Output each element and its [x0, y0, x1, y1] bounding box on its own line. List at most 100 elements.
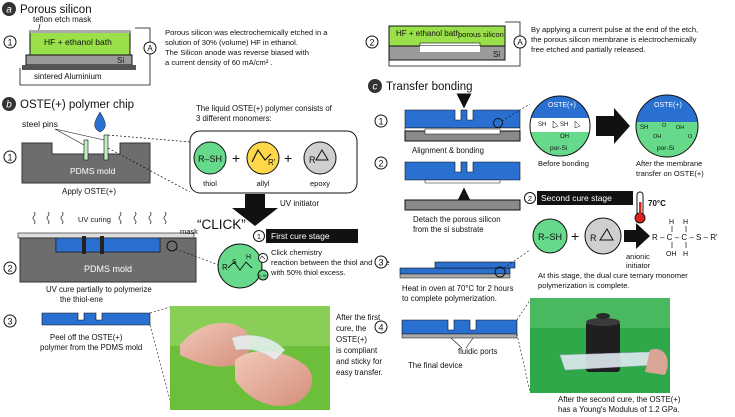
after-sh: SH [640, 125, 648, 131]
step-c3-num: 3 [378, 258, 383, 268]
photo-final-device [530, 298, 670, 393]
si-substrate-c2 [404, 199, 521, 211]
small-rsh: R–SH [258, 274, 268, 278]
allyl-formula: R' [268, 158, 276, 167]
before-oh: OH [560, 134, 569, 140]
second-cure-stage: 2 Second cure stage 70°C [524, 191, 666, 224]
step-c2-caption: Detach the porous silicon from the si su… [413, 215, 503, 234]
mold-label-b1: PDMS mold [70, 166, 116, 176]
epoxy-label: epoxy [310, 179, 330, 188]
section-a-letter: a [6, 5, 12, 16]
step-c1-caption: Alignment & bonding [412, 146, 484, 155]
before-oste: OSTE(+) [548, 102, 576, 109]
before-porsi: por-Si [550, 145, 567, 152]
teflon-mask-label: teflon etch mask [33, 15, 92, 24]
svg-text:+: + [284, 150, 292, 166]
product-oh: OH [666, 251, 677, 258]
step-c3: 3 Heat in oven at 70°C for 2 hours to co… [374, 249, 531, 303]
first-cure-stage: 1 First cure stage R S H Click chemistry… [217, 229, 392, 289]
second-cure-reaction: R–SH + R anionic initiator R – C – C – S… [532, 217, 718, 290]
step-a1-num: 1 [7, 38, 12, 48]
product-h-3: H [683, 251, 688, 258]
before-sh-1: SH [538, 122, 546, 128]
photomask [17, 232, 195, 239]
stage1-label: First cure stage [271, 231, 330, 241]
c3-r: R [590, 233, 597, 243]
thiol-formula: R–SH [198, 154, 222, 164]
bath-label: HF + ethanol bath [44, 37, 112, 47]
step-b2-caption: UV cure partially to polymerize the thio… [46, 285, 154, 304]
c1-right-arrow [596, 108, 630, 144]
liquid-text: The liquid OSTE(+) polymer consists of 3… [196, 104, 334, 123]
after-oh-1: OH [653, 134, 661, 140]
step-b1: 1 steel pins PDMS mold Apply OSTE(+) [3, 111, 191, 196]
apply-label: Apply OSTE(+) [62, 187, 116, 196]
after-o-2: O [688, 134, 693, 140]
step-c3-text: At this stage, the dual cure ternary mon… [538, 271, 690, 290]
click-text: Click chemistry reaction between the thi… [270, 248, 392, 277]
si-label-a1: Si [117, 56, 124, 65]
step-b3-text: After the first cure, the OSTE(+) is com… [336, 313, 384, 377]
mold-label-b2: PDMS mold [84, 264, 132, 274]
oste-droplet [94, 111, 106, 133]
step-c3-caption: Heat in oven at 70°C for 2 hours to comp… [402, 284, 516, 303]
step-a1: 1 teflon etch mask HF + ethanol bath Si … [3, 15, 328, 86]
step-c2: 2 Detach the porous silicon from the si … [374, 156, 521, 234]
after-oh-2: OH [676, 125, 684, 131]
step-c4: 4 fluidic ports The final device [374, 299, 531, 393]
step-c2-num: 2 [378, 159, 383, 169]
section-c-title: Transfer bonding [386, 81, 473, 93]
steel-pins-label: steel pins [22, 119, 58, 129]
before-label: Before bonding [538, 159, 589, 168]
after-transfer-inset: OSTE(+) SH OH OH O O por-Si After the me… [635, 94, 704, 178]
product-h-1: H [669, 219, 674, 226]
step-b3-num: 3 [7, 317, 12, 327]
ammeter-a2: A [517, 38, 523, 47]
section-b-header: b OSTE(+) polymer chip [2, 97, 134, 111]
pdms-mold-b1 [21, 142, 151, 184]
step-c4-text: After the second cure, the OSTE(+) has a… [558, 395, 683, 414]
section-c-header: c Transfer bonding [368, 79, 473, 93]
svg-text:+: + [232, 150, 240, 166]
final-device-label: The final device [408, 361, 463, 370]
step-a2-text: By applying a current pulse at the end o… [531, 25, 700, 54]
thiol-label: thiol [203, 179, 217, 188]
porous-label: porous silicon [458, 30, 504, 39]
mask-label: mask [180, 227, 198, 236]
uv-init-arrow: UV initiator “CLICK” [197, 194, 319, 232]
click-s: S [232, 259, 237, 266]
final-device [401, 319, 518, 335]
product-h-2: H [683, 219, 688, 226]
oste-chip-c1 [404, 109, 521, 129]
step-c1: 1 Alignment & bonding [374, 93, 531, 155]
stage2-label: Second cure stage [541, 193, 612, 203]
section-a-header: a Porous silicon [2, 2, 92, 16]
click-label: “CLICK” [197, 217, 246, 232]
after-oste: OSTE(+) [654, 102, 682, 109]
section-b-letter: b [6, 100, 12, 111]
before-bonding-inset: OSTE(+) SH SH OH por-Si Before bonding [529, 95, 591, 168]
temp-label: 70°C [648, 199, 666, 208]
step-b3: 3 Peel off the OSTE(+) polymer from the … [3, 306, 171, 401]
section-b-title: OSTE(+) polymer chip [20, 99, 134, 111]
step-b2-num: 2 [7, 264, 12, 274]
stage1-num: 1 [257, 232, 261, 241]
click-h: H [246, 254, 251, 261]
uv-initiator-label: UV initiator [280, 199, 319, 208]
fluidic-ports-label: fluidic ports [458, 347, 498, 356]
click-r: R [222, 263, 228, 272]
before-sh-2: SH [560, 122, 568, 128]
c3-rsh: R–SH [538, 232, 562, 242]
step-c1-num: 1 [378, 117, 383, 127]
after-label: After the membrane transfer on OSTE(+) [636, 159, 704, 178]
section-c-letter: c [373, 82, 378, 93]
si-label-a2: Si [493, 50, 500, 59]
step-c4-num: 4 [378, 323, 383, 333]
epoxy-r: R [309, 155, 316, 165]
peeled-oste [41, 312, 151, 326]
aluminium-plate [22, 65, 136, 70]
anionic-label: anionic initiator [626, 252, 652, 270]
after-porsi: por-Si [657, 145, 674, 152]
monomers-panel: The liquid OSTE(+) polymer consists of 3… [189, 104, 358, 194]
